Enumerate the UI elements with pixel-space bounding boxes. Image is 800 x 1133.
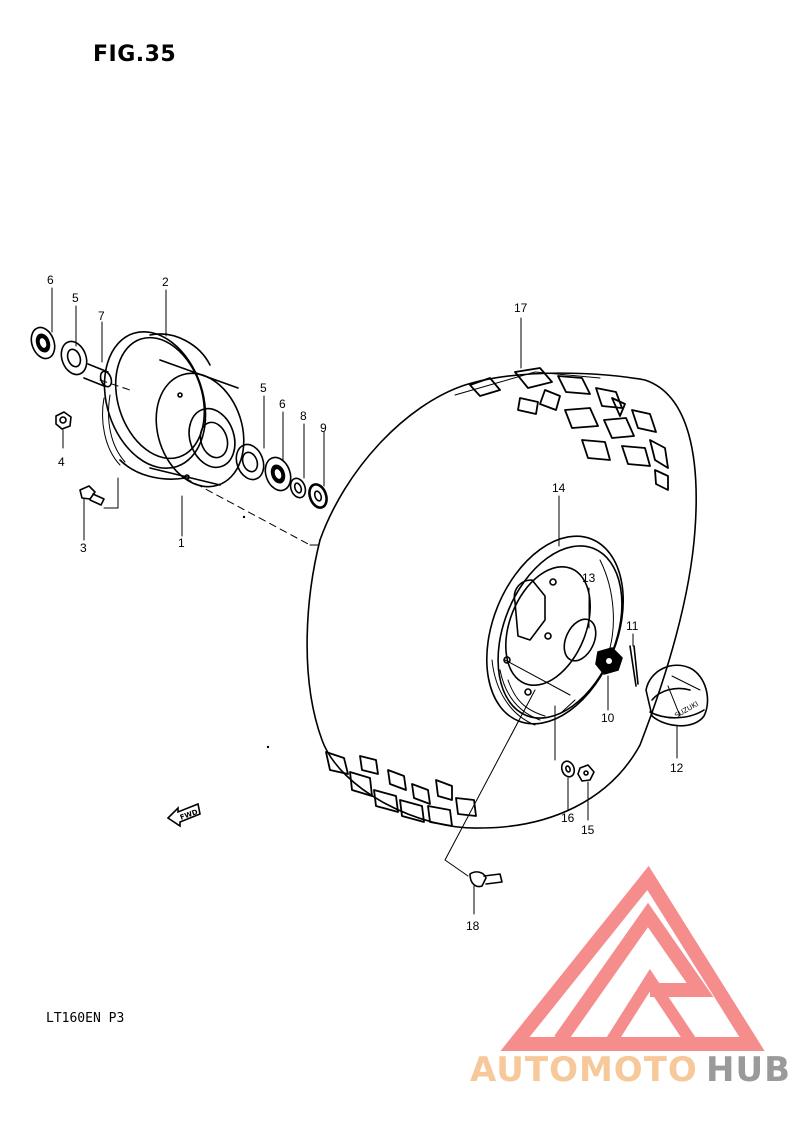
oil-seal-right [264, 456, 292, 492]
watermark-logo-icon [500, 865, 765, 1051]
callout-4: 4 [58, 455, 65, 469]
bearing-left [60, 340, 88, 376]
callout-5b: 5 [260, 381, 267, 395]
cotter-pin [629, 645, 639, 687]
oil-seal-left [30, 326, 56, 360]
castle-nut [595, 647, 623, 675]
tire [306, 367, 697, 829]
model-code: LT160EN P3 [46, 1011, 125, 1026]
callout-16: 16 [561, 811, 575, 825]
forward-direction-arrow-icon: FWD [166, 802, 201, 828]
center-cap [563, 618, 597, 662]
callout-11: 11 [626, 619, 639, 633]
nut-small [55, 411, 72, 430]
hub-cap-cover [645, 664, 709, 727]
washer [308, 483, 328, 509]
callout-10: 10 [601, 711, 615, 725]
hub-bolt [79, 485, 105, 506]
watermark-text-automoto: AUTOMOTO [470, 1050, 698, 1090]
callout-6a: 6 [47, 273, 54, 287]
callout-18: 18 [466, 919, 480, 933]
bearing-right [235, 443, 265, 481]
figure-title: FIG.35 [93, 42, 177, 67]
callout-12: 12 [670, 761, 684, 775]
callout-17: 17 [514, 301, 528, 315]
rim-nut [577, 764, 595, 782]
callout-1: 1 [178, 536, 185, 550]
callout-8: 8 [300, 409, 307, 423]
spacer-tube [83, 363, 113, 388]
watermark-text-hub: HUB [706, 1050, 791, 1090]
wheel-hub [102, 330, 245, 488]
callout-13: 13 [582, 571, 596, 585]
callout-7: 7 [98, 309, 105, 323]
callout-2: 2 [162, 275, 169, 289]
callout-15: 15 [581, 823, 595, 837]
callout-3: 3 [80, 541, 87, 555]
rim-washer [560, 760, 576, 778]
callout-5a: 5 [72, 291, 79, 305]
spacer-short [289, 477, 307, 499]
callout-14: 14 [552, 481, 566, 495]
watermark-text: AUTOMOTO HUB [470, 1050, 791, 1090]
tire-valve [469, 871, 503, 888]
callout-6b: 6 [279, 397, 286, 411]
callout-9: 9 [320, 421, 327, 435]
